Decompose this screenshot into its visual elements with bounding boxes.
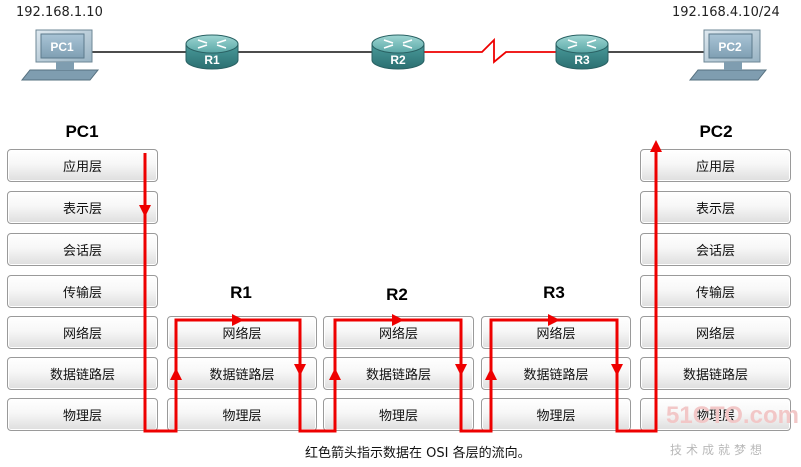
router-label: R2: [390, 53, 406, 67]
pc2-layer-transport: 传输层: [640, 275, 791, 308]
flow-arrow-down-icon: [294, 364, 306, 376]
router-r3-icon: R3: [555, 34, 609, 70]
r1-layer-physical: 物理层: [167, 398, 317, 431]
pc1-layer-network: 网络层: [7, 316, 158, 349]
pc2-layer-data-link: 数据链路层: [640, 357, 791, 390]
stack-title-r3: R3: [543, 283, 565, 302]
pc2-layer-physical: 物理层: [640, 398, 791, 431]
pc2-layer-presentation: 表示层: [640, 191, 791, 224]
flow-arrow-down-icon: [611, 364, 623, 376]
pc1-ip-label: 192.168.1.10: [16, 5, 103, 20]
pc2-layer-session: 会话层: [640, 233, 791, 266]
pc2-icon-label: PC2: [718, 40, 742, 54]
pc1-icon-label: PC1: [50, 40, 74, 54]
pc1-layer-physical: 物理层: [7, 398, 158, 431]
pc1-device: PC1: [20, 29, 100, 81]
pc2-device: PC2: [688, 29, 768, 81]
stack-title-pc1: PC1: [65, 122, 99, 141]
watermark-slogan: 技术成就梦想: [670, 443, 767, 457]
flow-arrow-up-icon: [170, 368, 182, 380]
diagram-caption: 红色箭头指示数据在 OSI 各层的流向。: [305, 446, 531, 461]
router-label: R3: [574, 53, 590, 67]
flow-arrow-right-icon: [548, 314, 560, 326]
router-r2-icon: R2: [371, 34, 425, 70]
r1-layer-data-link: 数据链路层: [167, 357, 317, 390]
pc2-layer-application: 应用层: [640, 149, 791, 182]
flow-arrow-up-icon: [485, 368, 497, 380]
serial-link-r2-r3: [424, 37, 556, 64]
routers-layer: R1 R2 R3: [185, 34, 609, 70]
flow-arrow-up-icon: [329, 368, 341, 380]
pc1-layer-application: 应用层: [7, 149, 158, 182]
r2-layer-data-link: 数据链路层: [323, 357, 474, 390]
r2-layer-physical: 物理层: [323, 398, 474, 431]
flow-arrow-down-icon: [139, 205, 151, 217]
network-topology: PC1 PC2 R1 R2 R3: [20, 29, 768, 81]
watermark-site: 51CTO.com: [666, 402, 799, 429]
stack-title-pc2: PC2: [699, 122, 733, 141]
pc2-layer-network: 网络层: [640, 316, 791, 349]
r3-layer-physical: 物理层: [481, 398, 631, 431]
r3-layer-data-link: 数据链路层: [481, 357, 631, 390]
flow-arrow-up-icon: [650, 140, 662, 152]
flow-arrow-right-icon: [232, 314, 244, 326]
stack-title-r2: R2: [386, 285, 408, 304]
flow-arrow-right-icon: [392, 314, 404, 326]
pc2-ip-label: 192.168.4.10/24: [672, 5, 780, 20]
data-flow-path: [143, 150, 658, 433]
pc1-layer-session: 会话层: [7, 233, 158, 266]
pc1-layer-data-link: 数据链路层: [7, 357, 158, 390]
flow-arrow-down-icon: [455, 364, 467, 376]
router-r1-icon: R1: [185, 34, 239, 70]
router-label: R1: [204, 53, 220, 67]
pc1-layer-transport: 传输层: [7, 275, 158, 308]
stack-title-r1: R1: [230, 283, 252, 302]
pc1-layer-presentation: 表示层: [7, 191, 158, 224]
